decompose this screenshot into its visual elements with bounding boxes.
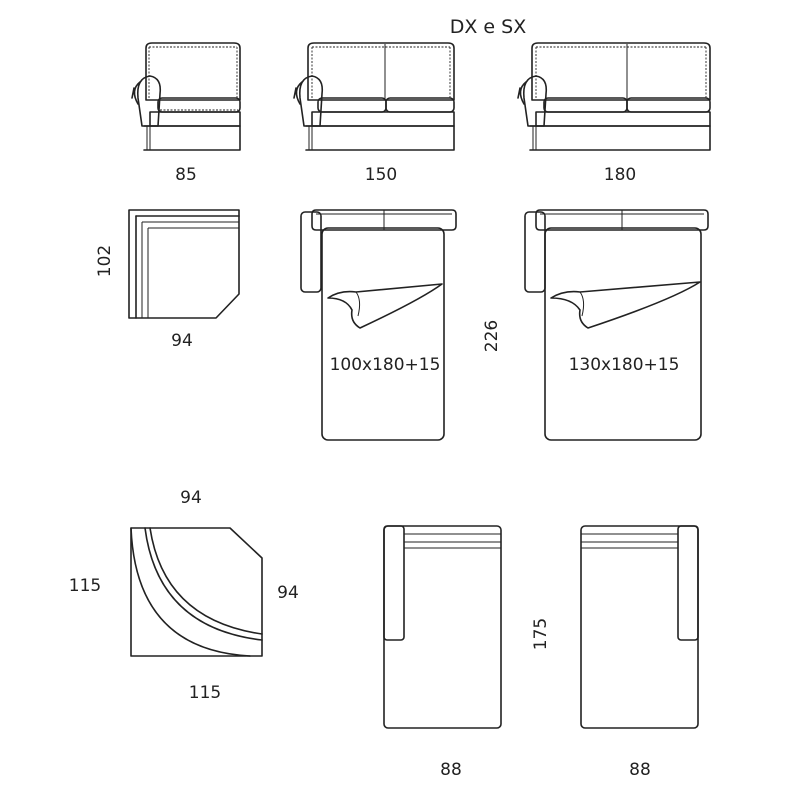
corner-round-left-label: 115 [69, 576, 101, 596]
sofa-module-180 [517, 42, 711, 151]
corner-round-top-label: 94 [180, 488, 202, 508]
sofa-module-85 [131, 42, 241, 151]
bed-small-mattress-label: 100x180+15 [330, 355, 441, 375]
sofa-85-width-label: 85 [175, 165, 197, 185]
sofa-150-width-label: 150 [365, 165, 397, 185]
sofa-180-width-label: 180 [604, 165, 636, 185]
corner-round-bottom-label: 115 [189, 683, 221, 703]
chaise-left-width-label: 88 [440, 760, 462, 780]
chaise-depth-label: 175 [531, 618, 551, 650]
bed-large-mattress-label: 130x180+15 [569, 355, 680, 375]
corner-round-module [130, 527, 263, 657]
chaise-right-width-label: 88 [629, 760, 651, 780]
chaise-module-right [580, 525, 699, 729]
corner-square-width-label: 94 [171, 331, 193, 351]
corner-square-module [128, 209, 240, 319]
chaise-module-left [383, 525, 502, 729]
sofa-module-150 [293, 42, 455, 151]
corner-round-right-label: 94 [277, 583, 299, 603]
diagram-title: DX e SX [450, 16, 527, 38]
sofa-bed-module-large [524, 209, 709, 441]
bed-depth-label: 226 [482, 320, 502, 352]
sofa-bed-module-small [300, 209, 457, 441]
corner-square-height-label: 102 [95, 245, 115, 277]
